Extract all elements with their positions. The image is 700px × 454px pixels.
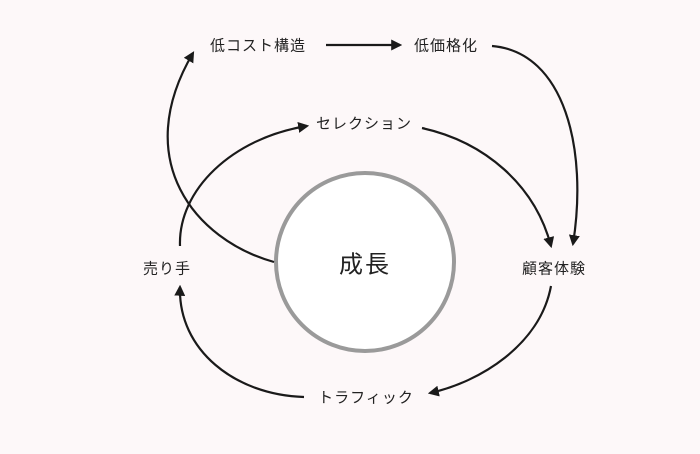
node-traffic: トラフィック (318, 388, 414, 407)
node-low-cost: 低コスト構造 (209, 36, 307, 55)
arrow-growth-to-lowcost (166, 51, 275, 264)
node-low-price: 低価格化 (413, 36, 479, 55)
arrow-selection-to-cx (421, 126, 555, 249)
growth-circle (274, 171, 456, 353)
arrow-lowprice-to-cx (491, 44, 580, 247)
node-customer-experience: 顧客体験 (521, 259, 587, 278)
node-selection: セレクション (315, 114, 413, 133)
arrow-cx-to-traffic (427, 285, 553, 397)
growth-label: 成長 (339, 250, 391, 279)
arrow-traffic-to-sellers (174, 284, 305, 399)
arrow-sellers-to-selection (178, 121, 310, 247)
node-sellers: 売り手 (142, 259, 192, 278)
